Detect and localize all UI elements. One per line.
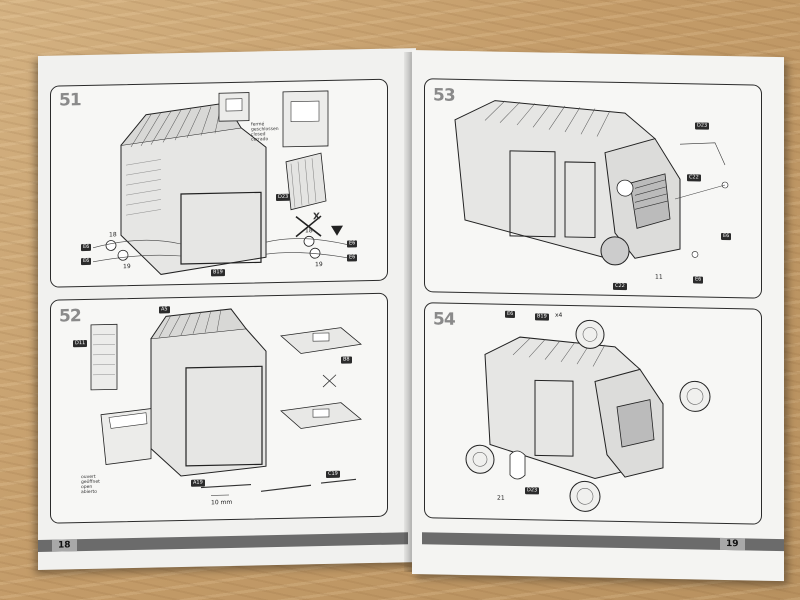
part-tag: B19	[211, 269, 225, 277]
part-tag: E6	[693, 276, 704, 284]
part-number: 18	[305, 227, 313, 235]
part-number: 19	[123, 263, 131, 271]
part-tag: E6	[81, 257, 92, 266]
part-tag: D23	[695, 122, 710, 130]
step-52-panel: 52	[50, 292, 388, 524]
left-page-number: 18	[52, 539, 77, 552]
part-tag: C19	[326, 470, 340, 478]
open-note: ouvert geöffnet open abierto	[81, 474, 100, 496]
part-tag: D23	[525, 487, 540, 495]
left-footer-bar	[38, 532, 408, 552]
part-number: 19	[315, 261, 323, 269]
quantity-label: x4	[555, 311, 563, 319]
right-page: 53	[412, 50, 784, 582]
step-54-panel: 54 E	[424, 302, 762, 525]
part-tag: E6	[347, 254, 358, 262]
part-tag: E6	[721, 232, 732, 241]
step-52-diagram	[90, 308, 362, 496]
part-number: 21	[497, 494, 505, 502]
part-number: 11	[655, 273, 663, 281]
right-page-number: 19	[720, 537, 745, 551]
part-tag: C22	[687, 174, 701, 182]
step-54-diagram	[465, 319, 711, 512]
part-tag: D23	[276, 193, 291, 202]
part-tag: D11	[73, 339, 88, 348]
step-51-diagram	[92, 90, 352, 275]
part-tag: B8	[341, 356, 352, 364]
closed-note: fermé geschlossen closed cerrado	[251, 122, 279, 143]
part-tag: B19	[535, 313, 549, 321]
left-page: 51	[38, 48, 416, 570]
part-tag: E6	[347, 240, 358, 248]
dimension-label: 10 mm	[211, 498, 233, 507]
x-mark: X	[313, 212, 320, 223]
step-53-panel: 53	[424, 78, 762, 299]
step-53-diagram	[454, 100, 729, 266]
part-tag: E6	[81, 243, 92, 252]
part-tag: C22	[613, 282, 627, 291]
part-number: 18	[109, 231, 117, 239]
part-tag: E6	[505, 310, 516, 318]
part-tag: A19	[191, 479, 205, 487]
step-51-panel: 51	[50, 78, 388, 288]
part-tag: A5	[159, 306, 170, 314]
